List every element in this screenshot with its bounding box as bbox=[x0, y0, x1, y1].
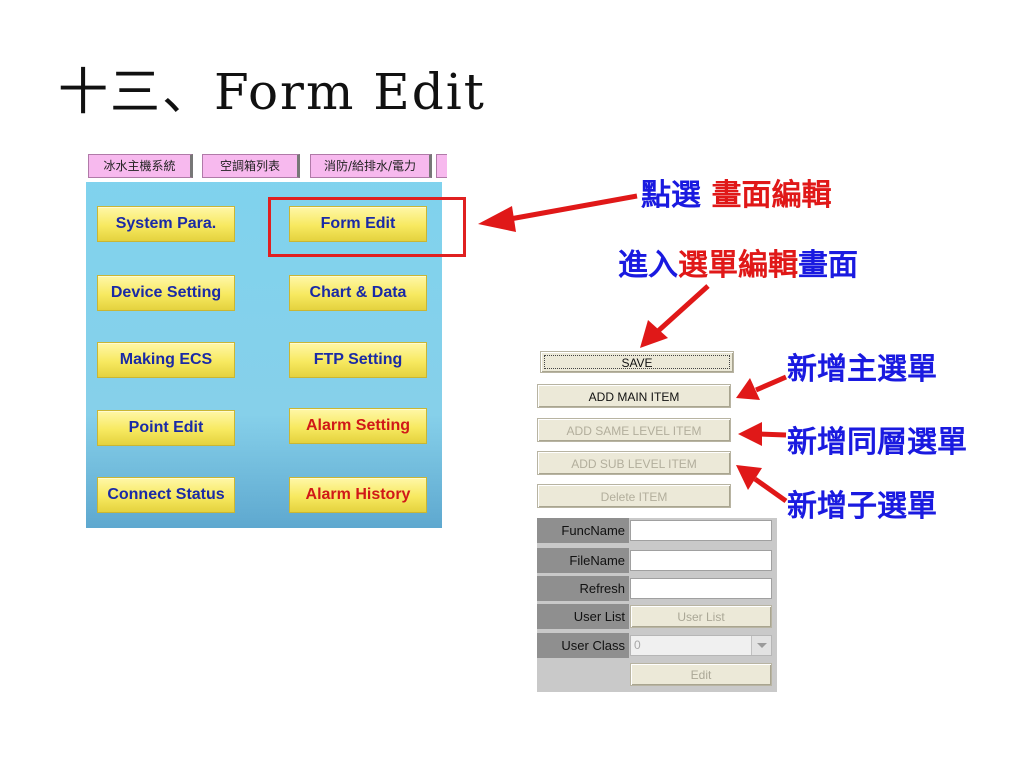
item-properties-form: FuncName FileName Refresh User List User… bbox=[537, 518, 777, 692]
refresh-row: Refresh bbox=[537, 576, 777, 601]
filename-input[interactable] bbox=[630, 550, 772, 571]
user-class-value: 0 bbox=[634, 638, 641, 652]
annotation-enter-part2: 選單編輯 bbox=[678, 248, 798, 283]
add-sub-level-item-button[interactable]: ADD SUB LEVEL ITEM bbox=[537, 451, 731, 475]
annotation-enter-part1: 進入 bbox=[618, 248, 678, 283]
user-class-select[interactable]: 0 bbox=[630, 635, 772, 656]
device-setting-button[interactable]: Device Setting bbox=[97, 275, 235, 311]
funcname-row: FuncName bbox=[537, 518, 777, 543]
refresh-input[interactable] bbox=[630, 578, 772, 599]
funcname-input[interactable] bbox=[630, 520, 772, 541]
ftp-setting-button[interactable]: FTP Setting bbox=[289, 342, 427, 378]
annotation-click-target: 畫面編輯 bbox=[711, 178, 832, 213]
arrow-to-add-main bbox=[736, 374, 787, 400]
annotation-click-prefix: 點選 bbox=[641, 178, 701, 213]
add-same-level-item-button[interactable]: ADD SAME LEVEL ITEM bbox=[537, 418, 731, 442]
arrow-to-save bbox=[640, 284, 710, 348]
form-edit-button[interactable]: Form Edit bbox=[289, 206, 427, 242]
tab-chiller-system[interactable]: 冰水主機系統 bbox=[88, 154, 193, 178]
alarm-history-button[interactable]: Alarm History bbox=[289, 477, 427, 513]
chart-data-button[interactable]: Chart & Data bbox=[289, 275, 427, 311]
annotation-add-sub-menu: 新增子選單 bbox=[787, 489, 937, 524]
arrow-to-form-edit bbox=[478, 193, 638, 232]
tab-bar: 冰水主機系統 空調箱列表 消防/給排水/電力 bbox=[86, 150, 447, 182]
user-class-label: User Class bbox=[537, 633, 629, 658]
save-button[interactable]: SAVE bbox=[540, 351, 734, 373]
annotation-enter-menu-edit: 進入選單編輯畫面 bbox=[618, 240, 858, 284]
arrow-to-add-sub bbox=[736, 465, 788, 504]
system-menu-panel: 冰水主機系統 空調箱列表 消防/給排水/電力 System Para. Form… bbox=[86, 150, 447, 528]
chevron-down-icon[interactable] bbox=[751, 636, 771, 655]
edit-row: Edit bbox=[537, 662, 777, 687]
making-ecs-button[interactable]: Making ECS bbox=[97, 342, 235, 378]
alarm-setting-button[interactable]: Alarm Setting bbox=[289, 408, 427, 444]
tab-overflow[interactable] bbox=[436, 154, 447, 178]
user-class-row: User Class 0 bbox=[537, 633, 777, 658]
add-main-item-button[interactable]: ADD MAIN ITEM bbox=[537, 384, 731, 408]
annotation-enter-part3: 畫面 bbox=[798, 248, 858, 283]
tab-ahu-list[interactable]: 空調箱列表 bbox=[202, 154, 300, 178]
annotation-add-same-level-menu: 新增同層選單 bbox=[787, 425, 967, 460]
connect-status-button[interactable]: Connect Status bbox=[97, 477, 235, 513]
filename-label: FileName bbox=[537, 548, 629, 573]
user-list-row: User List User List bbox=[537, 604, 777, 629]
slide-title: 十三、Form Edit bbox=[58, 63, 486, 121]
edit-row-spacer bbox=[537, 662, 629, 687]
funcname-label: FuncName bbox=[537, 518, 629, 543]
point-edit-button[interactable]: Point Edit bbox=[97, 410, 235, 446]
edit-button[interactable]: Edit bbox=[630, 663, 772, 686]
annotation-add-main-menu: 新增主選單 bbox=[787, 352, 937, 387]
delete-item-button[interactable]: Delete ITEM bbox=[537, 484, 731, 508]
user-list-label: User List bbox=[537, 604, 629, 629]
form-edit-highlight-box bbox=[268, 197, 466, 257]
filename-row: FileName bbox=[537, 548, 777, 573]
arrow-to-add-same bbox=[738, 422, 787, 446]
user-list-button[interactable]: User List bbox=[630, 605, 772, 628]
system-para-button[interactable]: System Para. bbox=[97, 206, 235, 242]
annotation-click-form-edit: 點選 畫面編輯 bbox=[641, 170, 831, 214]
tab-fire-plumbing-power[interactable]: 消防/給排水/電力 bbox=[310, 154, 432, 178]
refresh-label: Refresh bbox=[537, 576, 629, 601]
